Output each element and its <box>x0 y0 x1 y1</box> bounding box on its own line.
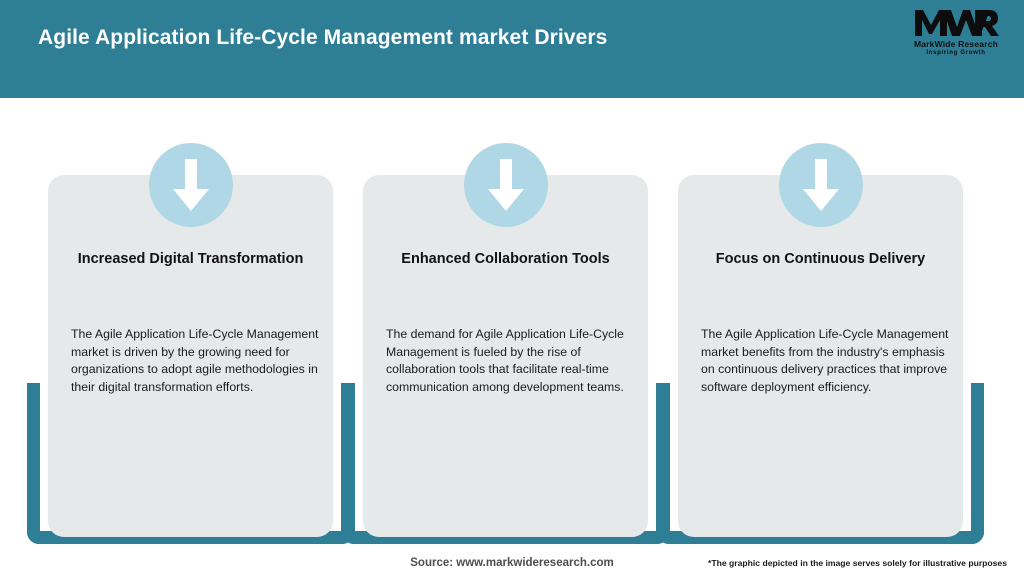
arrow-down-icon <box>463 143 548 227</box>
arrow-down-glyph <box>802 159 839 211</box>
brand-logo: MarkWide Research Inspiring Growth <box>904 8 1008 64</box>
card-body-text: The demand for Agile Application Life-Cy… <box>386 327 624 394</box>
logo-tagline: Inspiring Growth <box>926 50 986 56</box>
arrow-down-glyph <box>172 159 209 211</box>
card-panel <box>363 175 648 537</box>
source-label: Source: www.markwideresearch.com <box>410 557 614 569</box>
page-title: Agile Application Life-Cycle Management … <box>38 26 608 49</box>
driver-card-3[interactable]: Focus on Continuous Delivery The Agile A… <box>657 98 984 576</box>
mwr-logo-icon <box>915 10 999 36</box>
card-panel <box>48 175 333 537</box>
arrow-down-glyph <box>487 159 524 211</box>
driver-card-1[interactable]: Increased Digital Transformation The Agi… <box>27 98 354 576</box>
card-body-text: The Agile Application Life-Cycle Managem… <box>71 327 319 394</box>
card-title: Enhanced Collaboration Tools <box>401 251 610 267</box>
card-title: Increased Digital Transformation <box>77 251 304 267</box>
arrow-down-icon <box>778 143 863 227</box>
header-bar <box>0 0 1024 98</box>
driver-card-2[interactable]: Enhanced Collaboration Tools The demand … <box>342 98 669 576</box>
logo-company-name: MarkWide Research <box>913 39 999 49</box>
card-title: Focus on Continuous Delivery <box>715 251 926 267</box>
arrow-down-icon <box>148 143 233 227</box>
card-panel <box>678 175 963 537</box>
card-body-text: The Agile Application Life-Cycle Managem… <box>701 327 949 394</box>
drivers-card-list: Increased Digital Transformation The Agi… <box>0 98 1024 576</box>
disclaimer-label: *The graphic depicted in the image serve… <box>708 558 1007 568</box>
